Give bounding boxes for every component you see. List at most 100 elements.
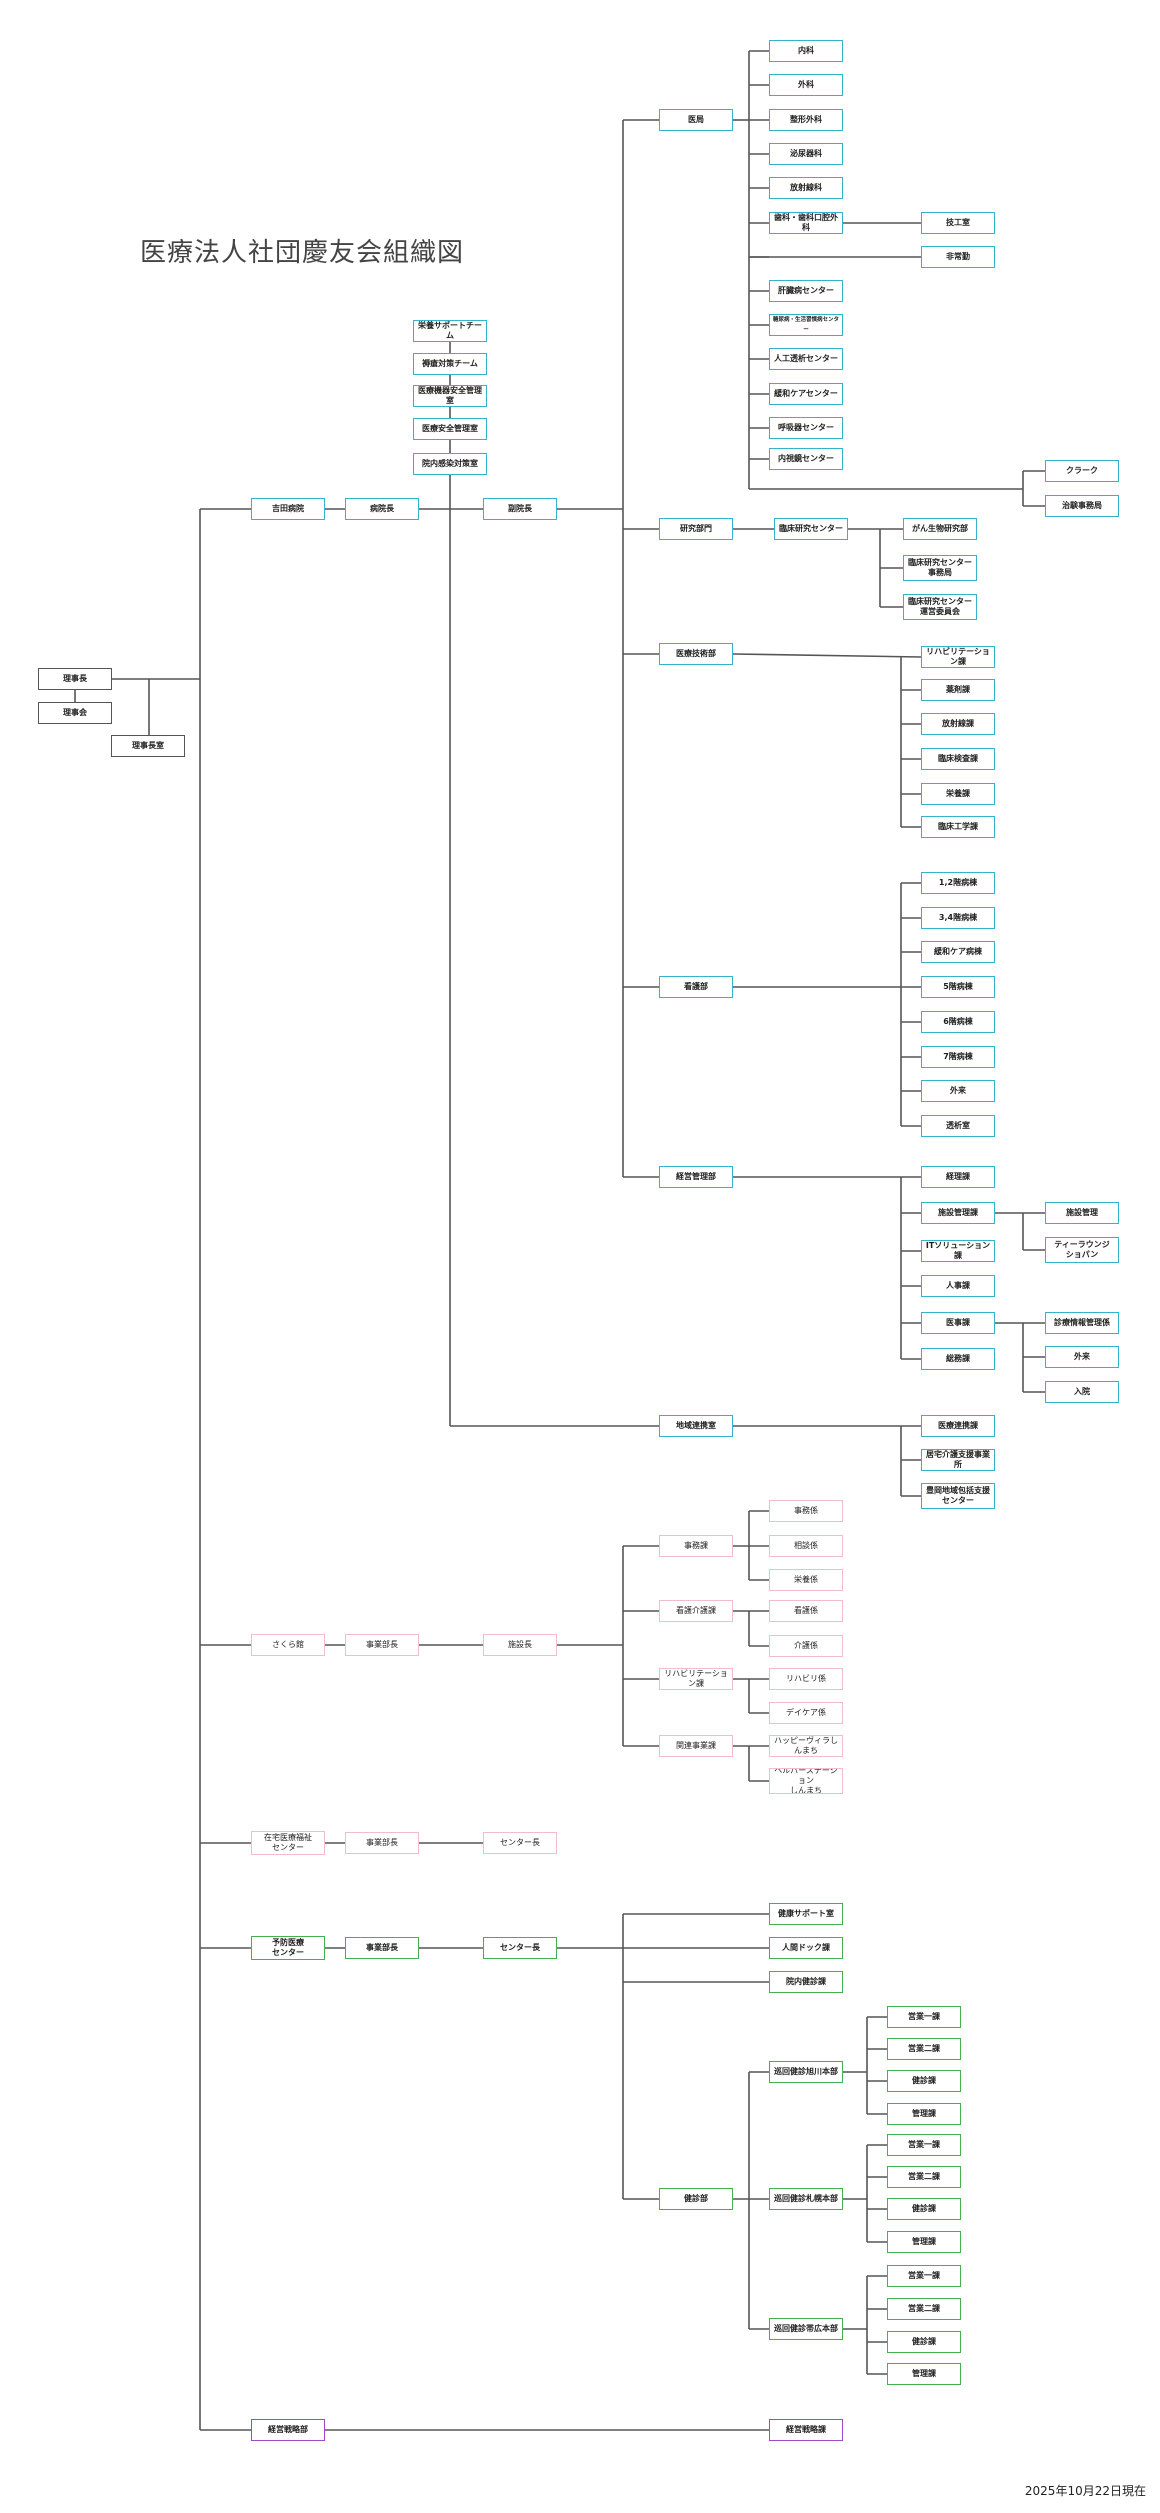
org-box-o-kenshin: 健診課 — [887, 2331, 961, 2353]
org-box-byoincho: 病院長 — [345, 498, 419, 520]
org-box-rijicho: 理事長 — [38, 668, 112, 690]
org-box-b6: 6階病棟 — [921, 1011, 995, 1033]
org-box-it: ITソリューション課 — [921, 1240, 995, 1262]
org-box-reha-ka: リハビリテーション課 — [921, 646, 995, 668]
org-box-naika: 内科 — [769, 40, 843, 62]
org-box-kaigogakari: 介護係 — [769, 1635, 843, 1657]
org-box-eiyo-team: 栄養サポートチーム — [413, 320, 487, 342]
org-box-kanwa-center: 緩和ケアセンター — [769, 383, 843, 405]
org-box-s-eigyo2: 営業二課 — [887, 2166, 961, 2188]
org-box-b7: 7階病棟 — [921, 1046, 995, 1068]
org-box-kensa: 臨床検査課 — [921, 748, 995, 770]
org-box-kokyuki: 呼吸器センター — [769, 417, 843, 439]
org-box-shisetsu-ka: 施設管理課 — [921, 1202, 995, 1224]
org-box-reha-ka2: リハビリテーション課 — [659, 1668, 733, 1690]
org-box-asahikawa: 巡回健診旭川本部 — [769, 2061, 843, 2083]
org-box-hoshasen: 放射線課 — [921, 713, 995, 735]
org-box-jimugakari: 事務係 — [769, 1500, 843, 1522]
org-box-eiyo-ka: 栄養課 — [921, 783, 995, 805]
org-box-rijichoshitsu: 理事長室 — [111, 735, 185, 757]
org-box-a-kanri: 管理課 — [887, 2103, 961, 2125]
org-box-a-eigyo1: 営業一課 — [887, 2006, 961, 2028]
org-box-iryogijutsu: 医療技術部 — [659, 643, 733, 665]
org-box-zaitaku-centercho: センター長 — [483, 1832, 557, 1854]
org-box-sapporo: 巡回健診札幌本部 — [769, 2188, 843, 2210]
org-box-toseki: 透析室 — [921, 1115, 995, 1137]
org-box-kenko-support: 健康サポート室 — [769, 1903, 843, 1925]
org-box-yoshida: 吉田病院 — [251, 498, 325, 520]
org-box-yobo-centercho: センター長 — [483, 1937, 557, 1959]
org-box-nyuin: 入院 — [1045, 1381, 1119, 1403]
org-box-ryoho: 治験事務局 — [1045, 495, 1119, 517]
org-box-kenshin-bu: 健診部 — [659, 2188, 733, 2210]
org-box-a-eigyo2: 営業二課 — [887, 2038, 961, 2060]
org-box-eiyogakari: 栄養係 — [769, 1569, 843, 1591]
as-of-date: 2025年10月22日現在 — [1024, 2484, 1146, 2498]
org-box-innai-kenshin: 院内健診課 — [769, 1971, 843, 1993]
org-box-kansen: 院内感染対策室 — [413, 453, 487, 475]
org-box-kogaku: 臨床工学課 — [921, 816, 995, 838]
org-box-obihiro: 巡回健診帯広本部 — [769, 2318, 843, 2340]
org-box-zaitaku-jigyo: 事業部長 — [345, 1832, 419, 1854]
org-box-rijikai: 理事会 — [38, 702, 112, 724]
org-box-jinko: 人工透析センター — [769, 348, 843, 370]
org-box-kiki-anzen: 医療機器安全管理室 — [413, 385, 487, 407]
org-box-keiri: 経理課 — [921, 1166, 995, 1188]
org-box-fukuincho: 副院長 — [483, 498, 557, 520]
org-box-jinji: 人事課 — [921, 1275, 995, 1297]
org-box-hinyoki: 泌尿器科 — [769, 143, 843, 165]
org-box-b34: 3,4階病棟 — [921, 907, 995, 929]
org-box-shisetsu-kanri: 施設管理 — [1045, 1202, 1119, 1224]
org-box-gairai: 外来 — [921, 1080, 995, 1102]
org-box-kanren: 関連事業課 — [659, 1735, 733, 1757]
org-box-rk-jimu: 臨床研究センター 事務局 — [903, 555, 977, 581]
org-box-happy: ハッピーヴィラしんまち — [769, 1735, 843, 1757]
connector-line — [732, 653, 922, 658]
org-box-seikei: 整形外科 — [769, 109, 843, 131]
org-box-sakura: さくら館 — [251, 1634, 325, 1656]
org-box-o-eigyo1: 営業一課 — [887, 2265, 961, 2287]
org-box-shinryo-joho: 診療情報管理係 — [1045, 1312, 1119, 1334]
org-box-rinsho-kenkyu: 臨床研究センター — [774, 518, 848, 540]
org-box-keiei-senryaku: 経営戦略部 — [251, 2419, 325, 2441]
org-box-josou-team: 褥瘡対策チーム — [413, 353, 487, 375]
org-box-hoshasen-ka: 放射線科 — [769, 177, 843, 199]
org-box-gan: がん生物研究部 — [903, 518, 977, 540]
org-box-yobo: 予防医療 センター — [251, 1936, 325, 1960]
org-box-shisetsucho: 施設長 — [483, 1634, 557, 1656]
org-box-shika: 歯科・歯科口腔外科 — [769, 212, 843, 234]
org-box-tea: ティーラウンジ ショパン — [1045, 1237, 1119, 1263]
org-box-geka: 外科 — [769, 74, 843, 96]
org-box-s-eigyo1: 営業一課 — [887, 2134, 961, 2156]
org-box-zaitaku-kaigo: 居宅介護支援事業所 — [921, 1449, 995, 1471]
org-box-reha-gakari: リハビリ係 — [769, 1668, 843, 1690]
org-box-keiei: 経営管理部 — [659, 1166, 733, 1188]
org-box-iryo-anzen: 医療安全管理室 — [413, 418, 487, 440]
org-box-yobo-jigyo: 事業部長 — [345, 1937, 419, 1959]
org-box-yakuzai: 薬剤課 — [921, 679, 995, 701]
org-box-houkatsu: 豊岡地域包括支援 センター — [921, 1483, 995, 1509]
org-box-iryo-renkei: 医療連携課 — [921, 1415, 995, 1437]
org-box-chiiki: 地域連携室 — [659, 1415, 733, 1437]
org-box-gairai2: 外来 — [1045, 1346, 1119, 1368]
org-box-keiei-senryaku-ka: 経営戦略課 — [769, 2419, 843, 2441]
org-box-helper: ヘルパーステーション しんまち — [769, 1768, 843, 1794]
org-box-a-kenshin: 健診課 — [887, 2070, 961, 2092]
org-box-b5: 5階病棟 — [921, 976, 995, 998]
org-box-iji: 医事課 — [921, 1312, 995, 1334]
org-box-daycare: デイケア係 — [769, 1702, 843, 1724]
org-box-kango: 看護部 — [659, 976, 733, 998]
org-box-o-kanri: 管理課 — [887, 2363, 961, 2385]
org-box-kangokaigo: 看護介護課 — [659, 1600, 733, 1622]
org-box-sodan: 相談係 — [769, 1535, 843, 1557]
org-box-gikoshitsu: 技工室 — [921, 212, 995, 234]
org-box-somu: 総務課 — [921, 1348, 995, 1370]
org-box-kangogakari: 看護係 — [769, 1600, 843, 1622]
chart-title: 医療法人社団慶友会組織図 — [140, 238, 465, 268]
org-box-s-kanri: 管理課 — [887, 2231, 961, 2253]
org-box-naishikyo: 内視鏡センター — [769, 448, 843, 470]
org-box-o-eigyo2: 営業二課 — [887, 2298, 961, 2320]
org-box-b12: 1,2階病棟 — [921, 872, 995, 894]
org-box-zaitaku-center: 在宅医療福祉 センター — [251, 1831, 325, 1855]
